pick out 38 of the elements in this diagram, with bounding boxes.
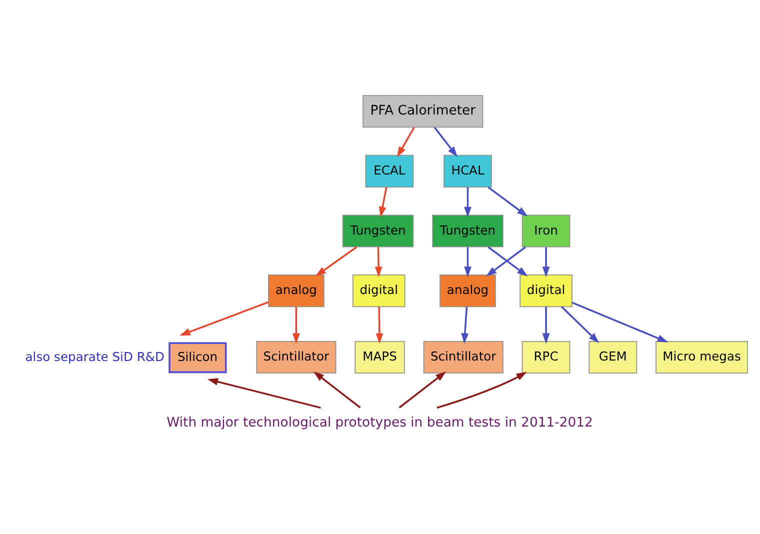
arrow <box>542 246 550 277</box>
arrow <box>292 306 300 344</box>
arrow <box>560 306 600 343</box>
node-label: also separate SiD R&D <box>25 349 164 364</box>
arrow <box>488 186 528 216</box>
node-box: HCAL <box>444 154 492 187</box>
arrow <box>180 300 269 336</box>
arrow <box>398 370 446 408</box>
arrow <box>396 126 415 157</box>
arrow <box>542 306 550 344</box>
node-text: With major technological prototypes in beam tests in 2011-2012 <box>166 415 593 430</box>
arrow <box>461 306 469 344</box>
arrow <box>572 301 668 342</box>
node-box: ECAL <box>365 154 414 187</box>
node-box: Scintillator <box>256 340 336 373</box>
arrow <box>434 126 458 157</box>
node-box: RPC <box>522 340 570 373</box>
node-box: Micro megas <box>656 340 748 373</box>
node-box: Tungsten <box>342 214 414 247</box>
node-box: analog <box>268 274 324 307</box>
node-box: Tungsten <box>432 214 504 247</box>
arrow <box>207 378 321 408</box>
node-box: PFA Calorimeter <box>362 94 484 128</box>
arrow <box>374 246 382 277</box>
node-box: analog <box>440 274 496 307</box>
node-box: digital <box>520 274 572 307</box>
arrow <box>313 370 361 408</box>
arrow <box>464 246 472 277</box>
node-box: Iron <box>522 214 570 247</box>
arrow <box>436 371 527 408</box>
node-box: Scintillator <box>423 340 504 373</box>
node-box: MAPS <box>354 340 405 373</box>
arrow <box>376 306 384 344</box>
arrow <box>315 246 358 276</box>
node-box: GEM <box>588 340 638 373</box>
arrow <box>464 186 472 217</box>
arrow <box>378 186 388 217</box>
node-box: digital <box>352 274 406 307</box>
